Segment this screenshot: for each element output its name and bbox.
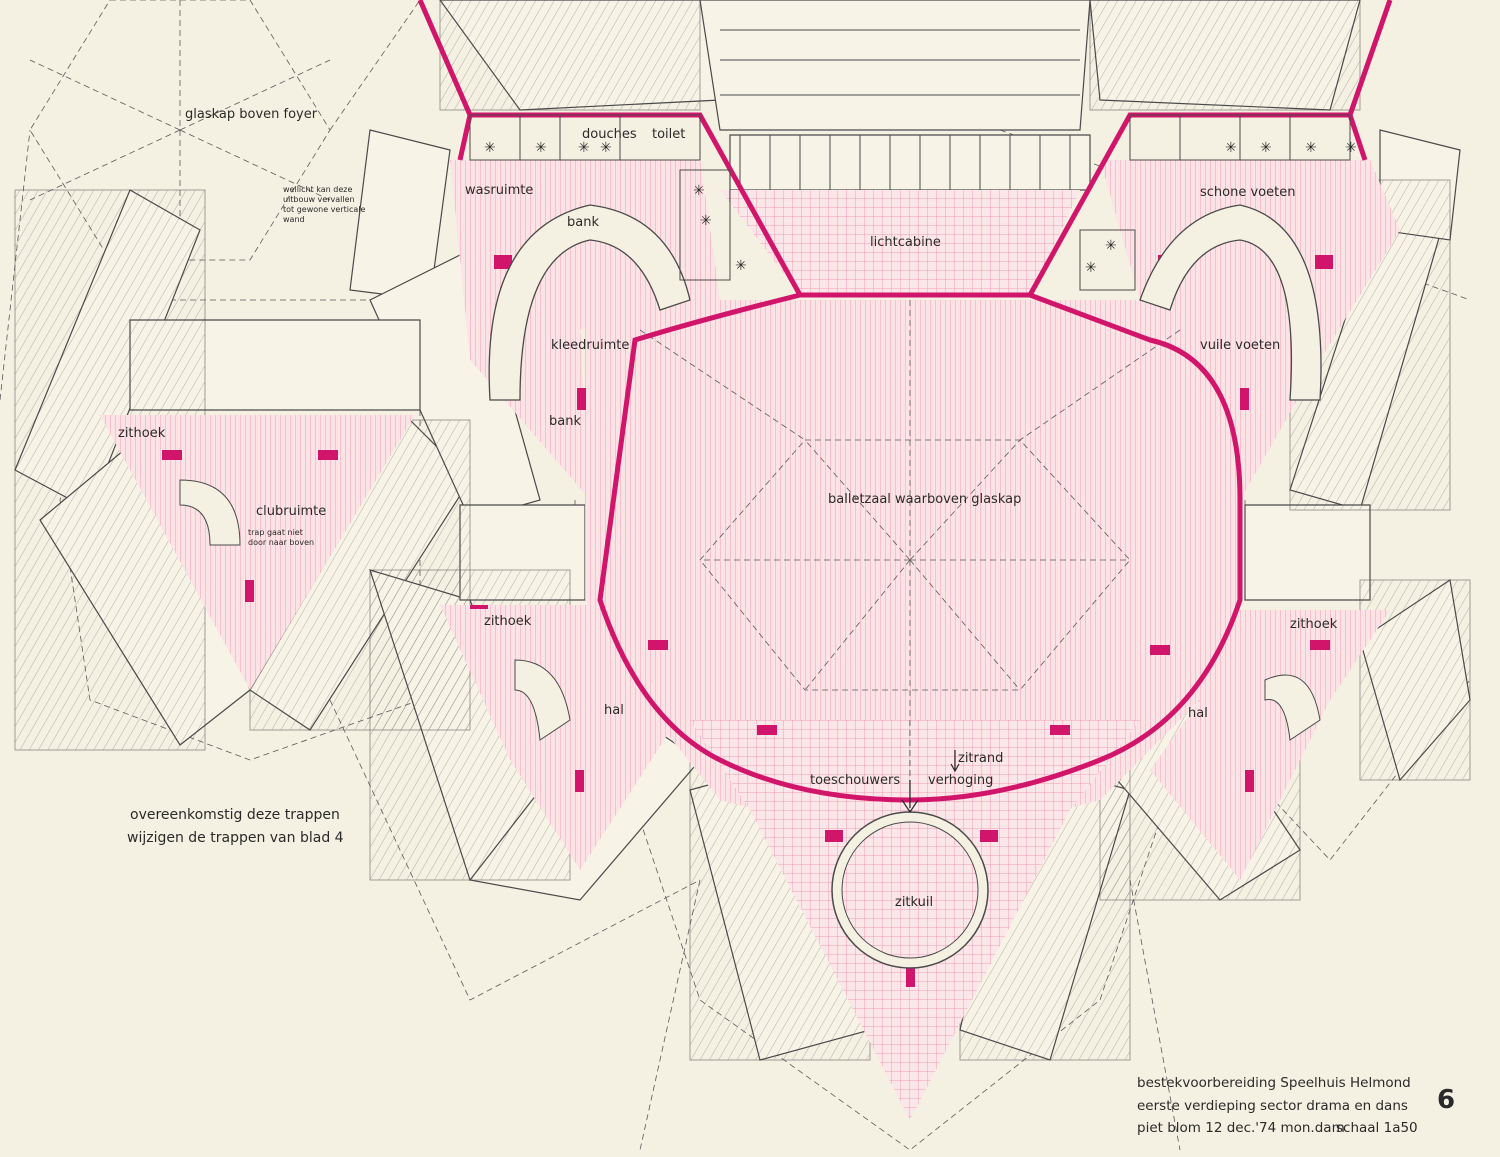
zitrand-label: zitrand	[958, 751, 1003, 766]
uitbouw-note-line1: wellicht kan deze	[283, 185, 352, 194]
zithoek-right-label: zithoek	[1290, 617, 1338, 632]
uitbouw-note-line2: uitbouw vervallen	[283, 195, 355, 204]
balletzaal-label: balletzaal waarboven glaskap	[828, 492, 1021, 507]
bank-left-label: bank	[549, 414, 581, 429]
svg-text:✳: ✳	[600, 140, 612, 156]
spiral-stairs	[179, 479, 1321, 741]
title-block-line3: piet blom 12 dec.'74 mon.dam	[1137, 1120, 1345, 1136]
svg-text:✳: ✳	[700, 213, 712, 229]
balletzaal-wall	[597, 292, 1243, 803]
svg-text:✳: ✳	[484, 140, 496, 156]
kleedruimte-label: kleedruimte	[551, 338, 629, 353]
stairs-note-line1: overeenkomstig deze trappen	[130, 807, 340, 823]
bank-top-label: bank	[567, 215, 599, 230]
title-block-line1: bestekvoorbereiding Speelhuis Helmond	[1137, 1075, 1411, 1091]
verhoging-label: verhoging	[928, 773, 993, 788]
lichtcabine-floor	[720, 190, 1080, 295]
svg-text:✳: ✳	[1305, 140, 1317, 156]
title-block-line2: eerste verdieping sector drama en dans	[1137, 1098, 1408, 1114]
zitkuil-label: zitkuil	[895, 895, 933, 910]
hal-right-label: hal	[1188, 706, 1208, 721]
toilet-label: toilet	[652, 127, 685, 142]
zitkuil-pit	[831, 811, 989, 969]
uitbouw-note-line4: wand	[283, 215, 305, 224]
uitbouw-note-line3: tot gewone verticale	[283, 205, 366, 214]
svg-text:✳: ✳	[578, 140, 590, 156]
sanitary-strip	[469, 114, 1351, 291]
svg-text:✳: ✳	[1225, 140, 1237, 156]
svg-text:✳: ✳	[735, 258, 747, 274]
trap-note-line2: door naar boven	[248, 538, 314, 547]
schone-voeten-label: schone voeten	[1200, 185, 1295, 200]
hal-left-floor	[440, 605, 690, 870]
hal-right-floor	[1150, 610, 1390, 880]
glaskap-foyer-label: glaskap boven foyer	[185, 107, 318, 122]
zithoek-clubruimte-floor	[100, 415, 415, 690]
vuile-voeten-label: vuile voeten	[1200, 338, 1280, 353]
stairs-note-line2: wijzigen de trappen van blad 4	[127, 830, 344, 846]
wasruimte-label: wasruimte	[465, 183, 533, 198]
svg-text:✳: ✳	[693, 183, 705, 199]
balletzaal-construction-lines	[639, 300, 1181, 850]
zithoek-club-label: zithoek	[118, 426, 166, 441]
douches-label: douches	[582, 127, 637, 142]
title-block-scale: schaal 1a50	[1336, 1120, 1418, 1136]
balletzaal-floor	[585, 300, 1240, 850]
svg-text:✳: ✳	[535, 140, 547, 156]
hal-left-label: hal	[604, 703, 624, 718]
sheet-number: 6	[1437, 1085, 1455, 1115]
toeschouwers-label: toeschouwers	[810, 773, 900, 788]
svg-text:✳: ✳	[1260, 140, 1272, 156]
zithoek-left-label: zithoek	[484, 614, 532, 629]
entry-arrow	[901, 750, 960, 814]
clubruimte-label: clubruimte	[256, 504, 326, 519]
svg-text:✳: ✳	[1345, 140, 1357, 156]
lichtcabine-seating-rows	[720, 29, 1080, 190]
lichtcabine-label: lichtcabine	[870, 235, 941, 250]
svg-text:✳: ✳	[1105, 238, 1117, 254]
shower-markers: ✳ ✳ ✳ ✳ ✳ ✳ ✳ ✳ ✳ ✳ ✳ ✳ ✳	[484, 140, 1357, 276]
trap-note-line1: trap gaat niet	[248, 528, 303, 537]
svg-text:✳: ✳	[1085, 260, 1097, 276]
curved-benches	[488, 204, 1322, 401]
